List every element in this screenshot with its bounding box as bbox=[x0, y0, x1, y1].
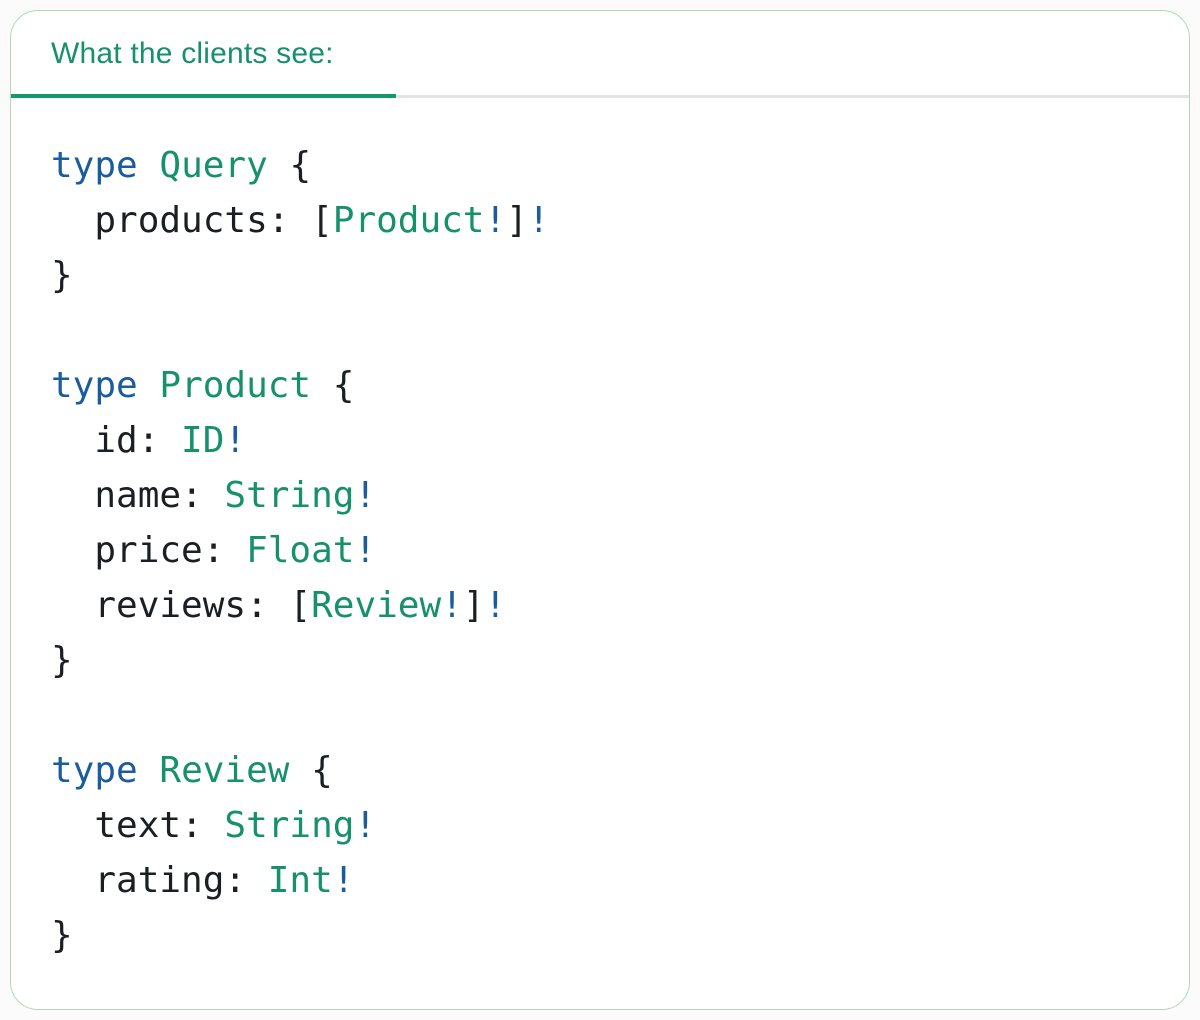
card-header: What the clients see: bbox=[11, 11, 1189, 98]
code-token: type bbox=[51, 365, 138, 406]
code-token: text: bbox=[51, 805, 225, 846]
code-token: } bbox=[51, 915, 73, 956]
code-token: name: bbox=[51, 475, 225, 516]
code-token: Product bbox=[159, 365, 312, 406]
code-token: ! bbox=[527, 200, 550, 241]
code-token: String bbox=[224, 475, 355, 516]
code-line: type Review { bbox=[51, 743, 1159, 798]
code-token: type bbox=[51, 145, 138, 186]
code-token: price: bbox=[51, 530, 247, 571]
code-token: Review bbox=[159, 750, 290, 791]
code-line: reviews: [Review!]! bbox=[51, 578, 1159, 633]
code-line: } bbox=[51, 633, 1159, 688]
code-token: reviews: [ bbox=[51, 585, 312, 626]
code-line bbox=[51, 688, 1159, 743]
code-line: text: String! bbox=[51, 798, 1159, 853]
code-token: { bbox=[267, 145, 312, 186]
code-line: price: Float! bbox=[51, 523, 1159, 578]
code-line: type Query { bbox=[51, 138, 1159, 193]
code-token: Query bbox=[159, 145, 268, 186]
code-line: rating: Int! bbox=[51, 853, 1159, 908]
code-token: id: bbox=[51, 420, 182, 461]
code-token: ! bbox=[332, 860, 355, 901]
code-line: products: [Product!]! bbox=[51, 193, 1159, 248]
code-line: name: String! bbox=[51, 468, 1159, 523]
code-token: Review bbox=[311, 585, 442, 626]
code-token: ID bbox=[181, 420, 225, 461]
code-token: ! bbox=[484, 585, 507, 626]
tab-divider bbox=[11, 94, 1189, 98]
code-token bbox=[138, 365, 160, 406]
code-token: Float bbox=[246, 530, 355, 571]
code-token: products: [ bbox=[51, 200, 333, 241]
code-token: Product bbox=[332, 200, 485, 241]
code-token: ! bbox=[484, 200, 507, 241]
code-token: type bbox=[51, 750, 138, 791]
code-token: { bbox=[311, 365, 355, 406]
code-token bbox=[138, 750, 160, 791]
code-token: } bbox=[51, 640, 73, 681]
active-tab-indicator bbox=[11, 94, 396, 98]
code-token: { bbox=[289, 750, 333, 791]
code-token: ! bbox=[224, 420, 247, 461]
code-token: ] bbox=[462, 585, 485, 626]
code-token: } bbox=[51, 255, 73, 296]
code-token: Int bbox=[267, 860, 333, 901]
code-block: type Query { products: [Product!]!} type… bbox=[11, 98, 1189, 963]
code-line bbox=[51, 303, 1159, 358]
code-line: id: ID! bbox=[51, 413, 1159, 468]
code-token: ! bbox=[354, 805, 377, 846]
code-token: String bbox=[224, 805, 355, 846]
tab-what-clients-see[interactable]: What the clients see: bbox=[51, 37, 334, 70]
code-token: ] bbox=[506, 200, 528, 241]
code-line: type Product { bbox=[51, 358, 1159, 413]
code-token: ! bbox=[354, 530, 377, 571]
code-line: } bbox=[51, 908, 1159, 963]
code-token bbox=[138, 145, 160, 186]
code-line: } bbox=[51, 248, 1159, 303]
clients-schema-card: What the clients see: type Query { produ… bbox=[10, 10, 1190, 1010]
code-token: ! bbox=[354, 475, 377, 516]
code-token: ! bbox=[441, 585, 463, 626]
code-token: rating: bbox=[51, 860, 268, 901]
